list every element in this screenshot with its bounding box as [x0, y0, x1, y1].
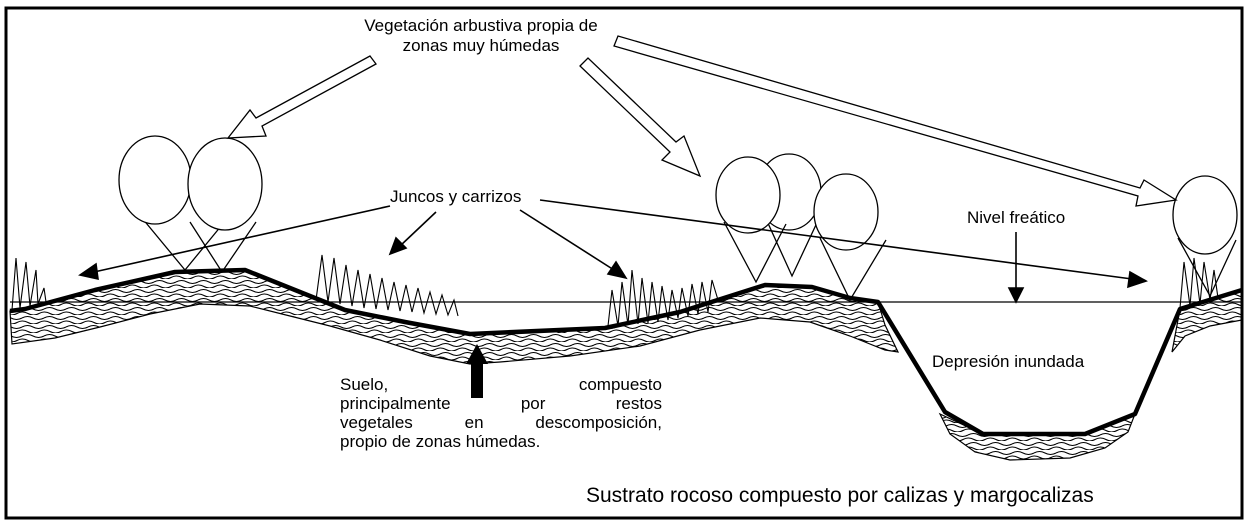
sustrato-label: Sustrato rocoso compuesto por calizas y …: [586, 484, 1094, 507]
depresion-label: Depresión inundada: [932, 352, 1085, 371]
suelo-word: descomposición,: [535, 413, 662, 432]
suelo-word: principalmente: [340, 394, 451, 413]
hollow-arrows-vegetation: [226, 35, 1178, 207]
reeds-right-bank: [1179, 257, 1219, 309]
reeds-far-left: [11, 257, 47, 311]
vegetation-label-line2: zonas muy húmedas: [402, 36, 560, 55]
suelo-line-1: Suelo, compuesto: [340, 375, 662, 394]
ground-surface-line: [9, 267, 1243, 437]
vegetation-label-line1: Vegetación arbustiva propia de: [364, 16, 598, 35]
diagram-frame: [4, 6, 1244, 520]
nivel-freatico-arrow: [1007, 232, 1025, 304]
suelo-word: restos: [615, 394, 662, 413]
suelo-word: vegetales: [340, 413, 413, 432]
suelo-line-4: propio de zonas húmedas.: [340, 432, 541, 451]
reeds-left-center: [315, 254, 459, 317]
soil-arrow: [466, 344, 488, 398]
suelo-label: Suelo, compuesto principalmente por rest…: [340, 375, 662, 451]
nivel-freatico-label: Nivel freático: [967, 208, 1066, 227]
suelo-word: Suelo,: [340, 375, 389, 394]
suelo-word: en: [464, 413, 484, 432]
depression-soil: [938, 412, 1137, 461]
reeds-center: [607, 269, 719, 327]
suelo-line-3: vegetales en descomposición,: [340, 413, 662, 432]
suelo-word: compuesto: [578, 375, 662, 394]
juncos-arrows: [78, 199, 1148, 289]
shrub-group-middle: [715, 153, 887, 302]
suelo-line-2: principalmente por restos: [340, 394, 662, 413]
shrub-group-left: [118, 135, 263, 274]
vegetation-label: Vegetación arbustiva propia de zonas muy…: [328, 16, 634, 56]
suelo-word: por: [520, 394, 546, 413]
juncos-label: Juncos y carrizos: [390, 187, 522, 206]
